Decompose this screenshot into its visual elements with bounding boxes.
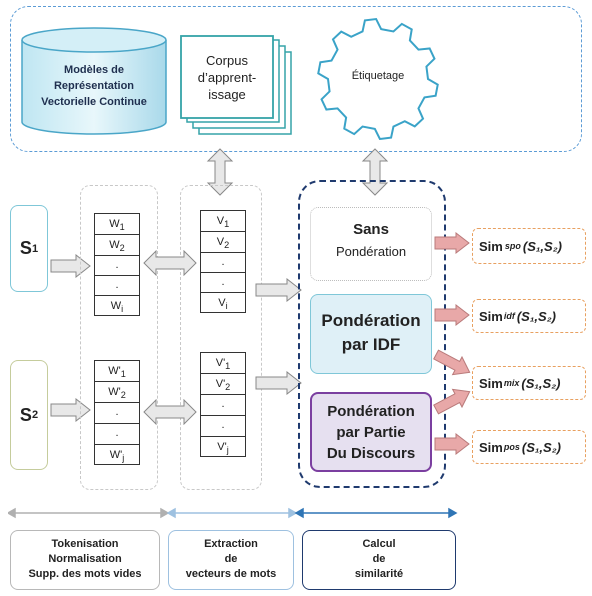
word-cell: W2 <box>95 235 139 256</box>
s1-vectors-to-calcul-arrow <box>255 278 302 302</box>
vector-cell: V'j <box>217 441 229 456</box>
tokenisation-column <box>80 185 158 490</box>
idf-to-mix-arrow <box>433 349 471 376</box>
extraction-column <box>180 185 262 490</box>
word-cell: . <box>95 276 139 296</box>
vector-cell: V2 <box>201 232 245 253</box>
word-cell: W'2 <box>95 382 139 403</box>
vector-cell: Vi <box>218 297 228 312</box>
tagging-double-arrow <box>361 148 389 196</box>
idf-weighting-box: Pondération par IDF <box>310 294 432 374</box>
corpus-double-arrow <box>206 148 234 196</box>
vector-cell: . <box>201 273 245 293</box>
similarity-panel <box>298 180 446 488</box>
word-cell: W'j <box>109 449 125 464</box>
footer-extraction: Extraction de vecteurs de mots <box>168 530 294 590</box>
tagging-gear-icon <box>317 17 439 141</box>
vector-cell: . <box>201 416 245 437</box>
vector-cell: V'2 <box>201 374 245 395</box>
vector-cell: . <box>201 253 245 273</box>
footer-calcul: Calcul de similarité <box>302 530 456 590</box>
word-cell: W'1 <box>95 361 139 382</box>
corpus-label: Corpus d’apprent- issage <box>197 53 257 102</box>
word-cell: . <box>95 424 139 445</box>
s2-vector-list: V'1 V'2 . . V'j <box>200 352 246 457</box>
word-cell: Wi <box>110 300 124 315</box>
s1-words-vectors-double-arrow <box>143 250 197 276</box>
models-label: Modèles de Représentation Vectorielle Co… <box>41 64 147 108</box>
phase-span-arrows <box>8 507 458 519</box>
word-cell: . <box>95 256 139 276</box>
pos-weighting-box: Pondération par Partie Du Discours <box>310 392 432 472</box>
vector-cell: V'1 <box>201 353 245 374</box>
vector-cell: . <box>201 395 245 416</box>
corpus-documents-icon <box>180 35 292 135</box>
s2-vectors-to-calcul-arrow <box>255 371 302 395</box>
s1-vector-list: V1 V2 . . Vi <box>200 210 246 313</box>
resources-container <box>10 6 582 152</box>
pos-to-mix-arrow <box>433 388 471 415</box>
pos-arrow <box>434 433 470 455</box>
vector-cell: V1 <box>201 211 245 232</box>
word-cell: W1 <box>95 214 139 235</box>
models-cylinder-icon <box>21 27 167 135</box>
footer-tokenisation: Tokenisation Normalisation Supp. des mot… <box>10 530 160 590</box>
s1-word-list: W1 W2 . . Wi <box>94 213 140 316</box>
word-cell: . <box>95 403 139 424</box>
no-weighting-box: Sans Pondération <box>310 207 432 281</box>
spo-arrow <box>434 232 470 254</box>
s2-word-list: W'1 W'2 . . W'j <box>94 360 140 465</box>
s2-words-vectors-double-arrow <box>143 399 197 425</box>
tagging-label: Étiquetage <box>351 70 405 82</box>
idf-arrow <box>434 304 470 326</box>
